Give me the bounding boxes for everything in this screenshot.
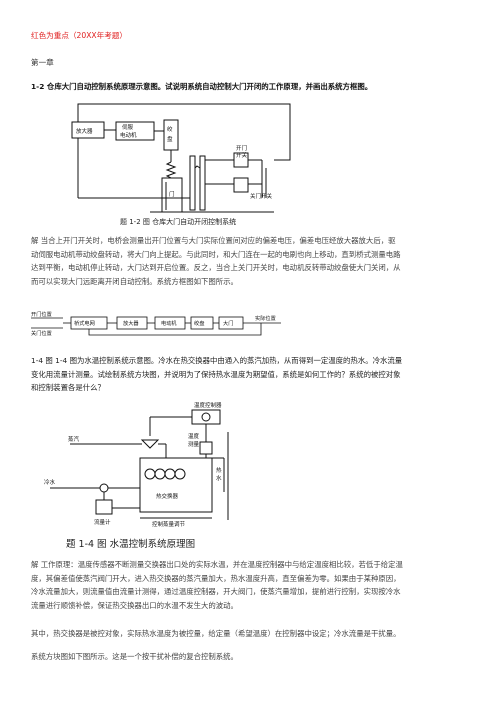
close-switch-box [233,177,249,193]
answer-line: 动伺服电动机带动绞盘转动，将大门向上提起。与此同时，和大门连在一起的电刷也向上移… [31,249,401,259]
motor-label: 电动机 [161,319,177,327]
amp-label: 放大器 [123,319,139,327]
heat-exchanger-label: 热交换器 [156,492,179,500]
steam-valve [140,439,160,449]
question-line: 1-4 图 1-4 图为水温控制系统示意图。冷水在热交换器中由通入的蒸汽加热，从… [31,356,403,365]
figure-1-2-caption: 题 1-2 图 仓库大门自动开闭控制系统 [120,218,237,226]
question-1-2-title: 1-2 仓库大门自动控制系统原理示意图。试说明系统自动控制大门开闭的工作原理，并… [31,80,372,95]
potentiometer-left [189,155,196,211]
spring [165,161,177,179]
answer-1-4-p3: 系统方块图如下图所示。这是一个按干扰补偿的复合控制系统。 [31,650,238,664]
close-position-label: 关门位置 [31,329,52,337]
answer-line: 而可以实现大门远距离开闭自动控制。系统方框图如下图所示。 [31,276,238,286]
open-switch-label: 开门 [236,144,247,152]
open-position-label: 开门位置 [31,310,52,318]
hot-water-label: 热 [216,466,222,474]
flow-controller-label: 控制蒸量调节 [152,520,186,528]
question-1-4: 1-4 图 1-4 图为水温控制系统示意图。冷水在热交换器中由通入的蒸汽加热，从… [31,354,402,395]
answer-line: 解 工作原理：温度传感器不断测量交换器出口处的实际水温，并在温度控制器中与给定温… [31,560,403,569]
answer-line: 流量进行顺馈补偿，保证热交换器出口的水温不发生大的波动。 [31,600,238,610]
drum-label-3: 绞盘 [194,319,204,327]
door-label: 门 [169,190,175,198]
answer-line: 度，其偏差值使蒸汽阀门开大，进入热交换器的蒸汽量加大，热水温度升高，直至偏差为零… [31,573,401,583]
bridge-label: 桥式电网 [74,319,95,327]
question-line: 和控制装置各是什么？ [31,383,105,393]
feedback-wire [77,103,291,161]
open-switch-label-2: 开关 [236,151,248,159]
chapter-heading: 第一章 [31,58,54,67]
flow-meter [95,499,113,515]
heat-exchanger [139,457,213,513]
answer-line: 系统方块图如下图所示。这是一个按干扰补偿的复合控制系统。 [31,652,238,661]
steam-label: 蒸汽 [68,435,80,443]
cold-water-label: 冷水 [44,478,56,486]
amplifier-label: 放大器 [76,127,93,135]
door-block-diagram: 开门位置 关门位置 桥式电网 放大器 电动机 绞盘 大门 实际位置 [31,310,281,337]
drum-label-2: 盘 [167,135,173,143]
flow-meter-label: 流量计 [94,518,111,526]
servo-motor-label-2: 电动机 [120,131,137,139]
hot-water-label-2: 水 [216,474,222,482]
temp-controller-label: 温度控制器 [194,401,222,409]
header-title: 红色为重点（20XX年考题） [31,31,128,40]
question-1-2-text: 1-2 仓库大门自动控制系统原理示意图。试说明系统自动控制大门开闭的工作原理，并… [31,82,373,91]
answer-1-4-p2: 其中，热交换器是被控对象，实际热水温度为被控量，给定量（希望温度）在控制器中设定… [31,627,401,641]
temp-controller-block [191,409,221,425]
actual-position-label: 实际位置 [255,314,276,322]
drum-label: 绞 [167,125,173,133]
answer-line: 达到平衡，电动机停止转动，大门达到开启位置。反之，当合上关门开关时，电动机反转带… [31,263,401,273]
answer-1-2: 解 当合上开门开关时，电桥会测量出开门位置与大门实际位置间对应的偏差电压，偏差电… [31,234,401,288]
temp-measure-label-2: 测量 [188,440,200,448]
temp-measure-label: 温度 [188,432,200,440]
answer-line: 冷水流量加大，则流量值由流量计测得，通过温度控制器，开大阀门，使蒸汽量增加，提前… [31,587,401,597]
answer-1-4: 解 工作原理：温度传感器不断测量交换器出口处的实际水温，并在温度控制器中与给定温… [31,558,403,612]
door-label-2: 大门 [223,319,233,327]
potentiometer-right [199,155,206,211]
drum-block [163,119,179,151]
close-switch-label: 关门开关 [250,192,273,200]
warehouse-door-figure: 放大器 伺服 电动机 绞 盘 门 开门 开关 关门开关 [71,103,291,213]
answer-line: 解 当合上开门开关时，电桥会测量出开门位置与大门实际位置间对应的偏差电压，偏差电… [31,236,396,245]
servo-motor-label: 伺服 [122,123,134,131]
answer-line: 其中，热交换器是被控对象，实际热水温度为被控量，给定量（希望温度）在控制器中设定… [31,629,401,638]
water-temp-figure: 温度控制器 蒸汽 温度 测量 热 水 热交换器 冷水 流量计 控制蒸量调节 [44,401,229,528]
figure-1-4-caption: 题 1-4 图 水温控制系统原理图 [66,539,196,550]
question-line: 变化用流量计测量。试绘制系统方块图，并说明为了保持热水温度为期望值，系统是如何工… [31,369,401,379]
